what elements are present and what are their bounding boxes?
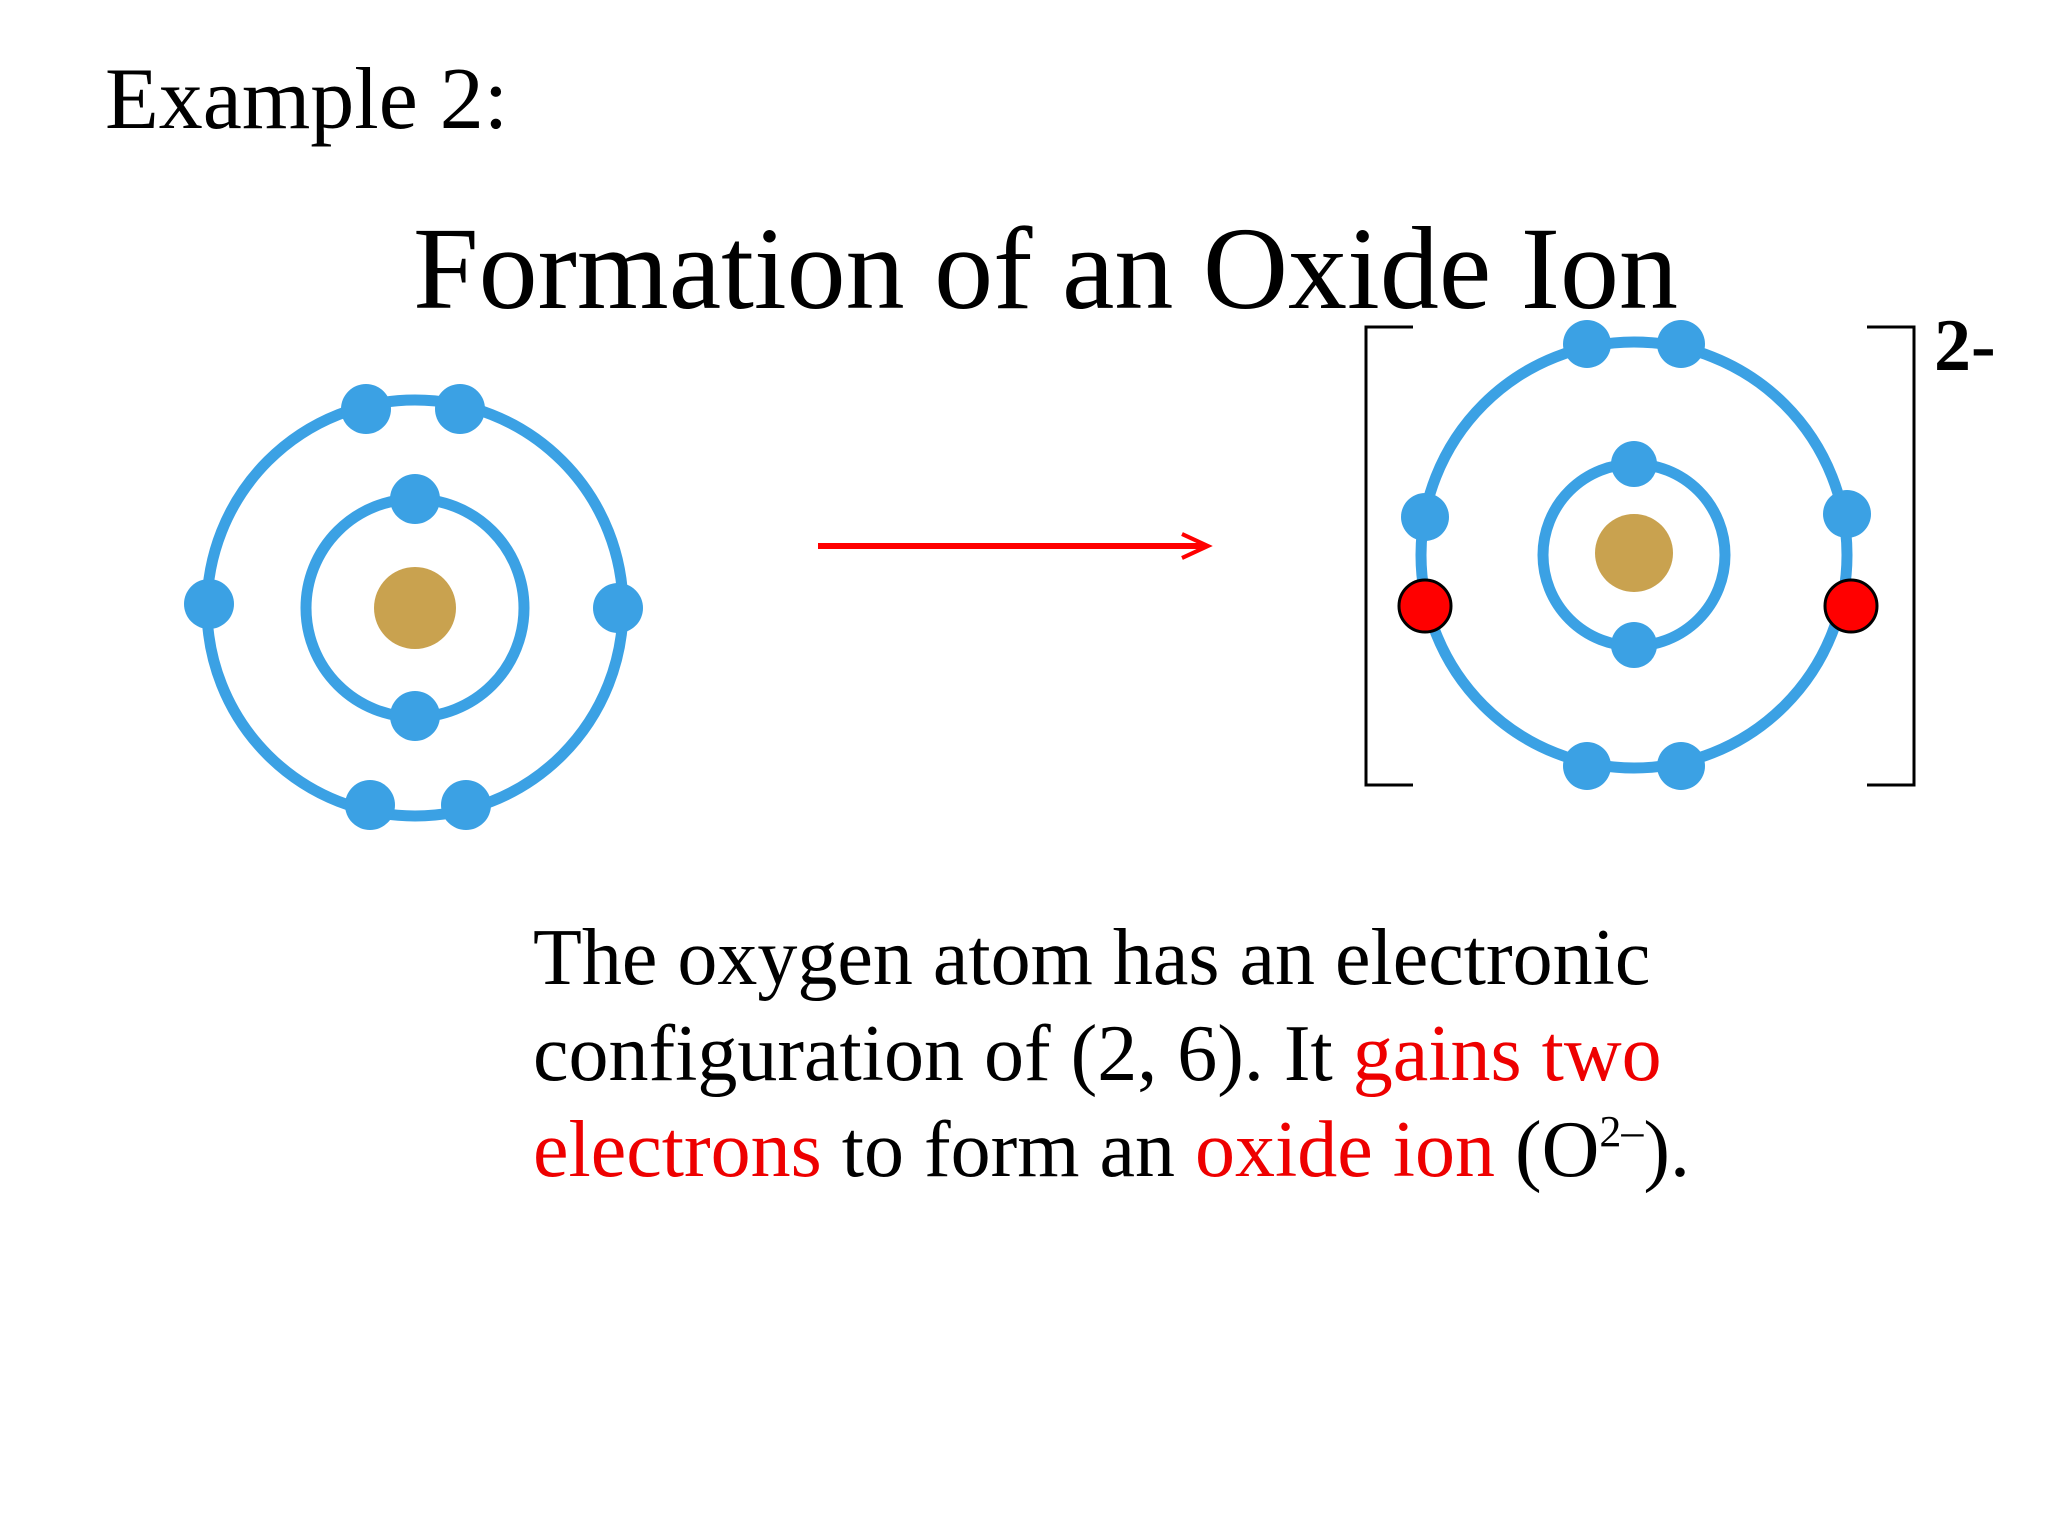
electron bbox=[1823, 490, 1871, 538]
electron bbox=[593, 583, 643, 633]
electron bbox=[1563, 320, 1611, 368]
electron bbox=[1657, 320, 1705, 368]
electron bbox=[441, 780, 491, 830]
caption-text: to form an bbox=[822, 1106, 1195, 1194]
gained-electron bbox=[1825, 580, 1877, 632]
electron bbox=[1611, 441, 1657, 487]
right-bracket bbox=[1867, 327, 1914, 785]
electron bbox=[345, 780, 395, 830]
electron bbox=[435, 384, 485, 434]
electron bbox=[184, 579, 234, 629]
left-bracket bbox=[1366, 327, 1413, 785]
caption: The oxygen atom has an electronic config… bbox=[533, 910, 1783, 1198]
electron bbox=[390, 691, 440, 741]
electron bbox=[341, 384, 391, 434]
caption-text: (O bbox=[1495, 1106, 1599, 1194]
charge-superscript: 2– bbox=[1599, 1107, 1643, 1156]
caption-text: ). bbox=[1643, 1106, 1690, 1194]
nucleus bbox=[1595, 514, 1673, 592]
oxide-ion bbox=[1399, 320, 1877, 790]
ion-charge-label: 2- bbox=[1934, 305, 1996, 387]
caption-highlight-oxide-ion: oxide ion bbox=[1195, 1106, 1495, 1194]
electron bbox=[1401, 493, 1449, 541]
reaction-arrow bbox=[818, 534, 1208, 558]
electron bbox=[1611, 622, 1657, 668]
electron bbox=[1657, 742, 1705, 790]
nucleus bbox=[374, 567, 456, 649]
electron bbox=[390, 474, 440, 524]
gained-electron bbox=[1399, 580, 1451, 632]
electron bbox=[1563, 742, 1611, 790]
oxygen-atom bbox=[184, 384, 643, 830]
